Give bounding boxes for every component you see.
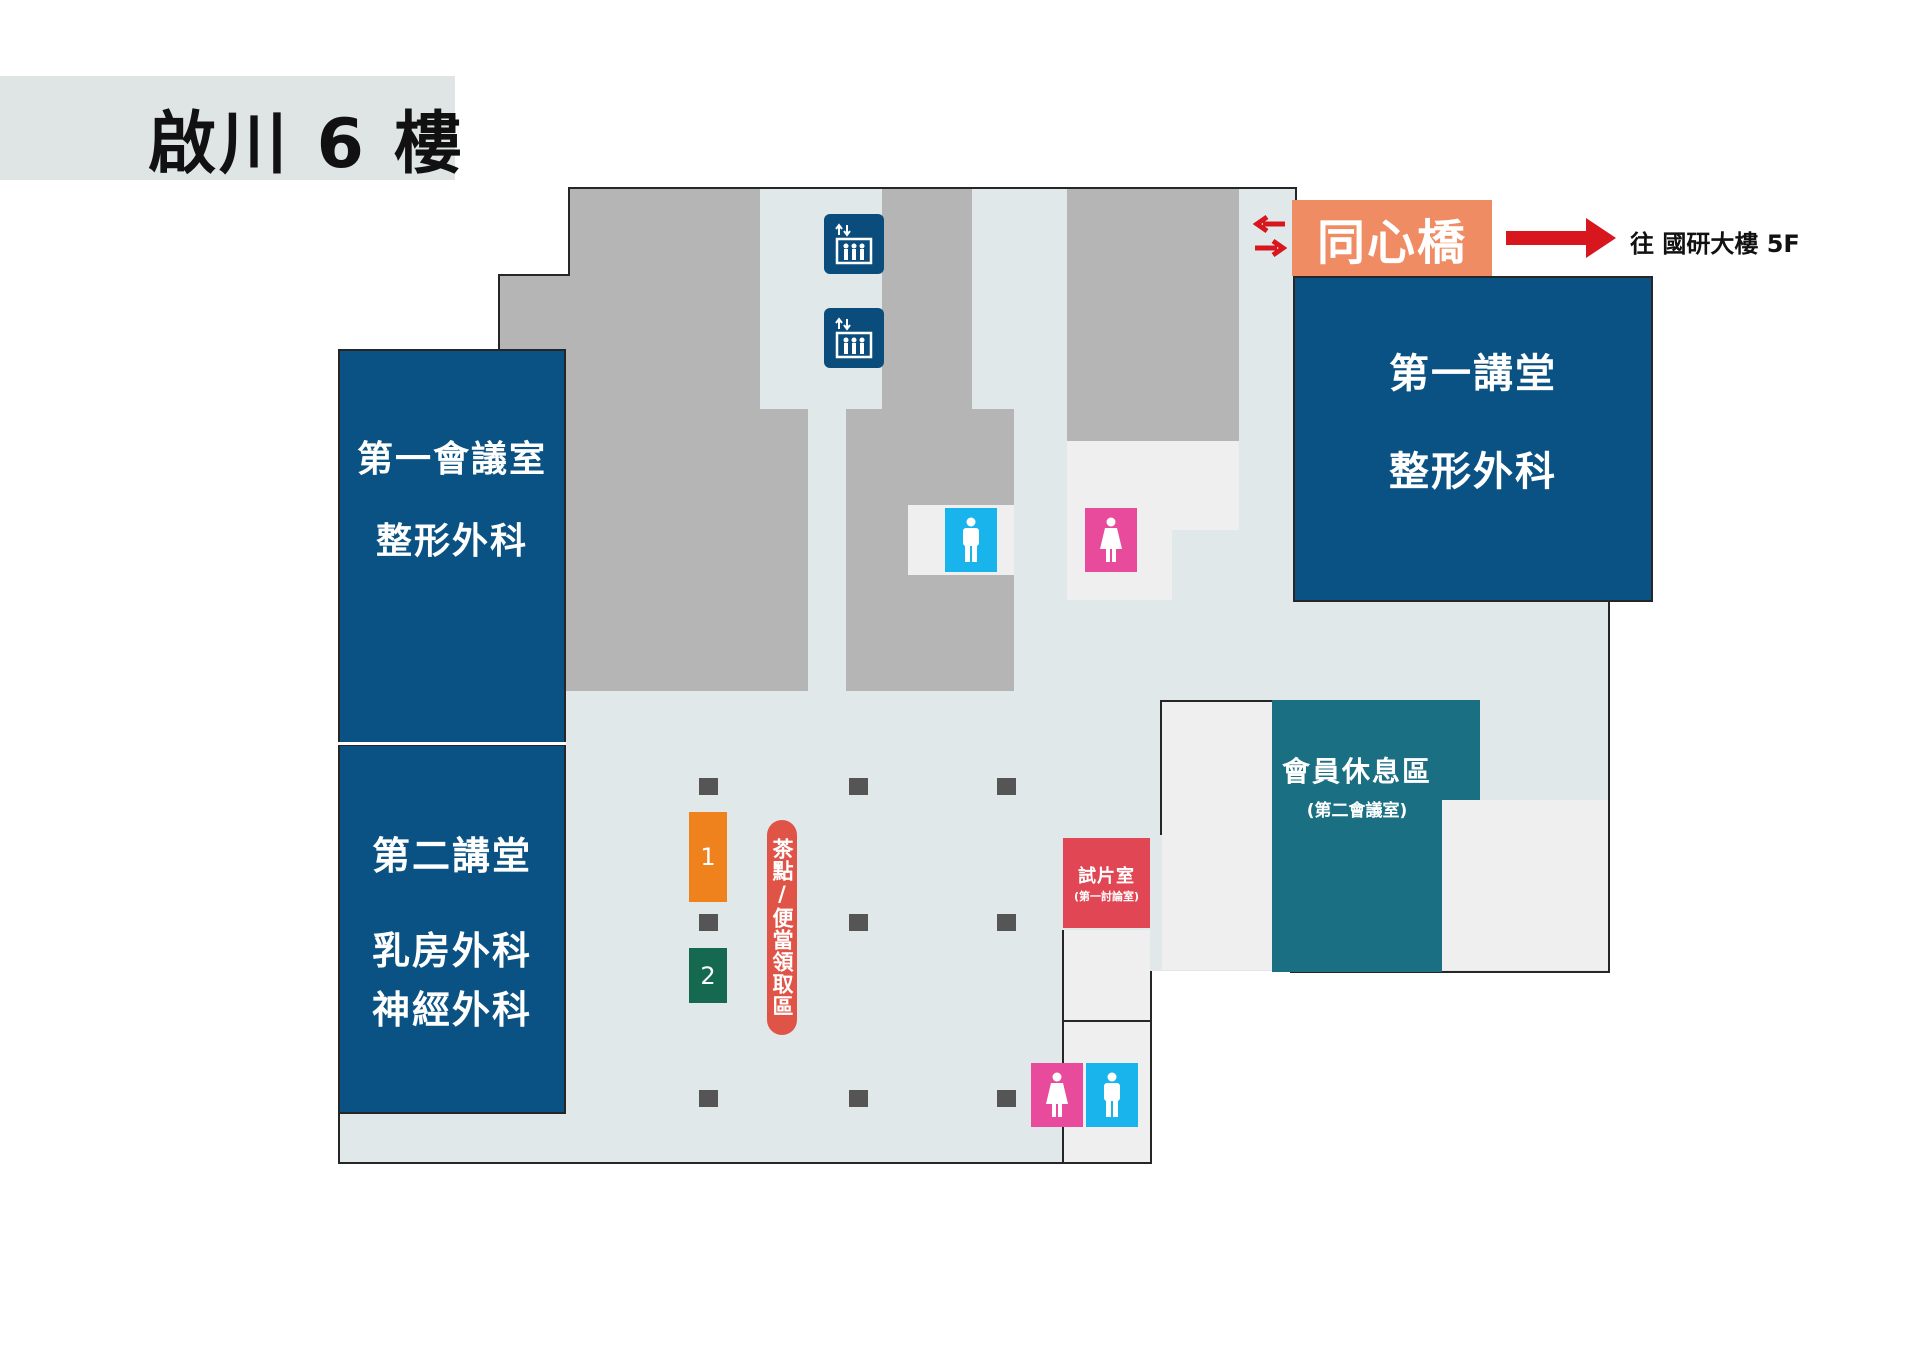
pillar: [997, 914, 1016, 931]
male-restroom-icon[interactable]: [1086, 1063, 1138, 1127]
lounge-label: 會員休息區 (第二會議室): [1272, 755, 1442, 821]
marker-1-label: 1: [700, 843, 716, 871]
marker-2[interactable]: 2: [689, 948, 727, 1003]
page-title: 啟川 6 樓: [148, 105, 465, 184]
meeting-room-1-dept: 整形外科: [375, 520, 528, 562]
meeting-room-1-name: 第一會議室: [356, 438, 547, 480]
lecture-hall-1-dept: 整形外科: [1389, 449, 1557, 495]
male-restroom-icon[interactable]: [945, 508, 997, 572]
bridge-name: 同心橋: [1316, 215, 1467, 271]
pillar: [699, 1090, 718, 1107]
elevator-icon[interactable]: [824, 214, 884, 274]
male-glyph: [963, 517, 979, 562]
lecture-hall-1-name: 第一講堂: [1389, 351, 1557, 397]
meeting-room-1[interactable]: 第一會議室 整形外科: [338, 349, 566, 744]
lecture-hall-1[interactable]: 第一講堂 整形外科: [1293, 276, 1653, 602]
female-glyph: [1100, 517, 1122, 562]
room-light-lower: [1064, 930, 1150, 1162]
female-restroom-icon[interactable]: [1031, 1063, 1083, 1127]
room-light-far-right: [1440, 800, 1608, 970]
lecture-hall-2[interactable]: 第二講堂 乳房外科 神經外科: [338, 744, 566, 1114]
lecture-hall-2-dept-1: 乳房外科: [371, 928, 532, 973]
pillar: [997, 778, 1016, 795]
preview-room-sub: (第一討論室): [1073, 890, 1140, 903]
double-arrow-icon: [1252, 212, 1288, 260]
title-banner: [0, 76, 455, 180]
core-block-middle: [882, 189, 972, 409]
divider-line-3: [1160, 700, 1162, 835]
elevator-glyph: [835, 317, 873, 359]
pillar: [699, 778, 718, 795]
room-light-right: [1162, 702, 1272, 970]
female-restroom-icon[interactable]: [1085, 508, 1137, 572]
arrow-right-icon: [1506, 216, 1618, 260]
divider-line: [1062, 1020, 1150, 1022]
snack-area-label: 茶點/便當領取區: [770, 838, 794, 1017]
elevator-icon[interactable]: [824, 308, 884, 368]
bridge-destination: 往 國研大樓 5F: [1630, 230, 1800, 258]
marker-1[interactable]: 1: [689, 812, 727, 902]
snack-area[interactable]: 茶點/便當領取區: [767, 820, 797, 1035]
male-glyph: [1104, 1072, 1120, 1117]
divider-line-4: [1160, 700, 1272, 702]
pillar: [997, 1090, 1016, 1107]
preview-room-name: 試片室: [1078, 866, 1135, 887]
pillar: [849, 914, 868, 931]
lecture-hall-2-name: 第二講堂: [371, 833, 532, 878]
lounge-name: 會員休息區: [1281, 754, 1432, 788]
female-glyph: [1046, 1072, 1068, 1117]
core-block-right: [1067, 189, 1239, 441]
pillar: [849, 1090, 868, 1107]
arrow-right-glyph: [1506, 218, 1616, 258]
room-separator: [338, 742, 566, 745]
elevator-glyph: [835, 223, 873, 265]
lounge-sub: (第二會議室): [1306, 800, 1408, 821]
pillar: [699, 914, 718, 931]
corridor-vertical: [808, 409, 846, 691]
divider-line-2: [1062, 930, 1064, 1162]
bridge-label[interactable]: 同心橋: [1292, 200, 1492, 276]
marker-2-label: 2: [700, 961, 716, 990]
preview-room[interactable]: 試片室 (第一討論室): [1063, 838, 1150, 928]
lecture-hall-2-dept-2: 神經外科: [371, 987, 532, 1032]
lounge-upper: [1272, 700, 1480, 800]
pillar: [849, 778, 868, 795]
double-arrow-glyph: [1252, 214, 1288, 258]
